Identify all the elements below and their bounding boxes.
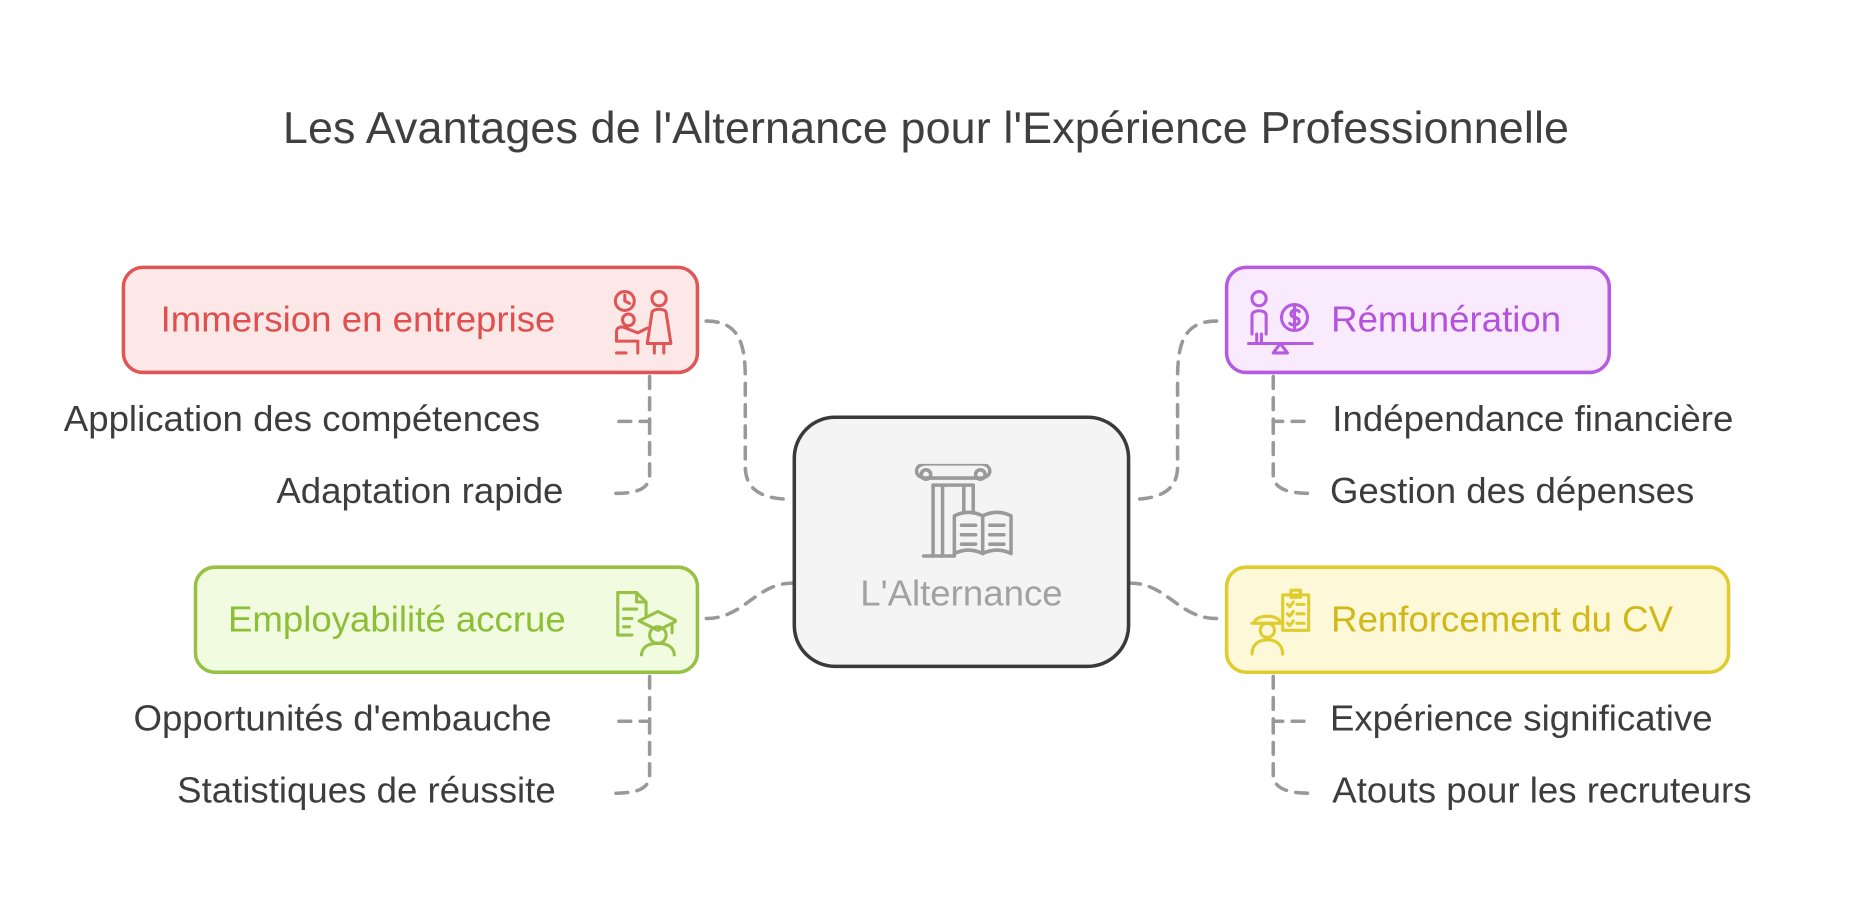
branch-remu-label: Rémunération bbox=[1331, 298, 1562, 340]
column-book-icon bbox=[914, 462, 1013, 567]
connector-cv-item-2 bbox=[1271, 719, 1313, 796]
diagram-title: Les Avantages de l'Alternance pour l'Exp… bbox=[282, 103, 1570, 154]
branch-immersion: Immersion en entreprise bbox=[121, 265, 700, 375]
connector-cv-item-1 bbox=[1271, 674, 1311, 724]
connector-remu bbox=[1128, 319, 1219, 502]
connector-employ bbox=[704, 581, 795, 621]
center-node: L'Alternance bbox=[792, 415, 1131, 669]
connector-immersion-item-2 bbox=[612, 419, 652, 496]
connector-employ-item-2 bbox=[612, 719, 652, 796]
immersion-item-2: Adaptation rapide bbox=[276, 469, 564, 512]
connector-cv bbox=[1128, 581, 1219, 621]
connector-remu-item-2 bbox=[1271, 419, 1313, 496]
employ-item-2: Statistiques de réussite bbox=[177, 769, 556, 811]
branch-immersion-label: Immersion en entreprise bbox=[160, 298, 556, 340]
remu-item-2: Gestion des dépenses bbox=[1329, 469, 1695, 512]
cv-item-1: Expérience significative bbox=[1329, 697, 1713, 739]
mentor-presentation-icon bbox=[612, 289, 678, 361]
branch-cv-label: Renforcement du CV bbox=[1331, 598, 1674, 640]
branch-employ: Employabilité accrue bbox=[193, 565, 700, 675]
person-money-balance-icon bbox=[1245, 289, 1315, 361]
branch-employ-label: Employabilité accrue bbox=[227, 598, 566, 640]
connector-immersion bbox=[704, 319, 795, 502]
connector-remu-item-1 bbox=[1271, 374, 1311, 424]
branch-remu: Rémunération bbox=[1224, 265, 1612, 375]
graduate-document-icon bbox=[611, 588, 679, 662]
remu-item-1: Indépendance financière bbox=[1332, 397, 1734, 440]
connector-immersion-item-1 bbox=[615, 374, 652, 424]
worker-checklist-icon bbox=[1247, 588, 1316, 662]
center-label: L'Alternance bbox=[860, 572, 1063, 614]
cv-item-2: Atouts pour les recruteurs bbox=[1332, 769, 1752, 811]
connector-employ-item-1 bbox=[615, 674, 652, 724]
branch-cv: Renforcement du CV bbox=[1224, 565, 1731, 675]
immersion-item-1: Application des compétences bbox=[63, 397, 541, 440]
employ-item-1: Opportunités d'embauche bbox=[133, 697, 552, 739]
